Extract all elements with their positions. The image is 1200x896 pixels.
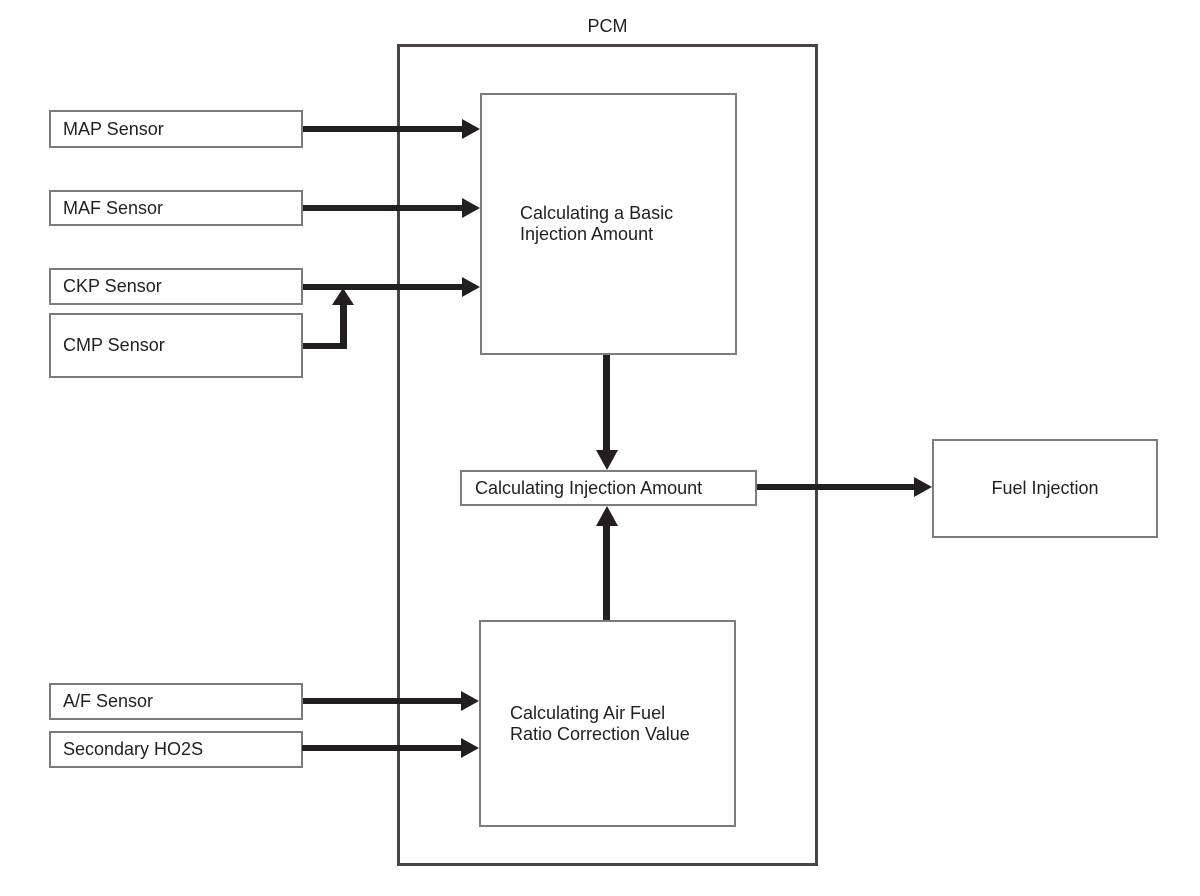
cmp-elbow-vertical-shaft [340, 303, 347, 348]
ckp-sensor-box: CKP Sensor [49, 268, 303, 305]
fuel-injection-label: Fuel Injection [991, 478, 1099, 498]
af-correction-line2: Ratio Correction Value [510, 723, 690, 744]
cmp-elbow-arrow-head [332, 288, 354, 305]
ckp-to-basic-arrow-head [462, 277, 480, 297]
ho2s-to-afcorr-arrow-head [461, 738, 479, 758]
maf-to-basic-arrow-shaft [303, 205, 462, 211]
afcorr-to-injection-arrow-shaft [603, 525, 610, 620]
fuel-injection-box: Fuel Injection [932, 439, 1158, 538]
maf-to-basic-arrow-head [462, 198, 480, 218]
basic-injection-line2: Injection Amount [520, 224, 654, 244]
injection-amount-block: Calculating Injection Amount [460, 470, 757, 506]
af-to-afcorr-arrow-head [461, 691, 479, 711]
secondary-ho2s-box: Secondary HO2S [49, 731, 303, 768]
pcm-frame [397, 44, 818, 866]
map-to-basic-arrow-head [462, 119, 480, 139]
basic-injection-label: Calculating a Basic Injection Amount [520, 203, 673, 245]
map-to-basic-arrow-shaft [303, 126, 462, 132]
basic-injection-block: Calculating a Basic Injection Amount [480, 93, 737, 355]
af-to-afcorr-arrow-shaft [303, 698, 461, 704]
maf-sensor-label: MAF Sensor [63, 197, 164, 218]
af-sensor-label: A/F Sensor [63, 691, 154, 711]
af-sensor-box: A/F Sensor [49, 683, 303, 720]
basic-to-injection-arrow-shaft [603, 355, 610, 451]
secondary-ho2s-label: Secondary HO2S [63, 739, 204, 759]
basic-to-injection-arrow-head [596, 450, 618, 470]
basic-injection-line1: Calculating a Basic [520, 203, 674, 223]
injection-to-fuel-arrow-shaft [757, 484, 914, 490]
pcm-title: PCM [587, 16, 628, 36]
injection-to-fuel-arrow-head [914, 477, 932, 497]
ho2s-to-afcorr-arrow-shaft [302, 745, 461, 751]
ckp-sensor-label: CKP Sensor [63, 276, 162, 296]
cmp-elbow-horizontal-shaft [303, 343, 347, 349]
maf-sensor-box: MAF Sensor [49, 190, 303, 226]
afcorr-to-injection-arrow-head [596, 506, 618, 526]
cmp-sensor-label: CMP Sensor [63, 335, 165, 355]
injection-amount-label: Calculating Injection Amount [475, 477, 703, 498]
af-correction-label: Calculating Air Fuel Ratio Correction Va… [510, 703, 690, 745]
map-sensor-label: MAP Sensor [63, 118, 164, 139]
af-correction-block: Calculating Air Fuel Ratio Correction Va… [479, 620, 736, 827]
map-sensor-box: MAP Sensor [49, 110, 303, 148]
ckp-to-basic-arrow-shaft [303, 284, 462, 290]
cmp-sensor-box: CMP Sensor [49, 313, 303, 378]
af-correction-line1: Calculating Air Fuel [510, 702, 666, 723]
